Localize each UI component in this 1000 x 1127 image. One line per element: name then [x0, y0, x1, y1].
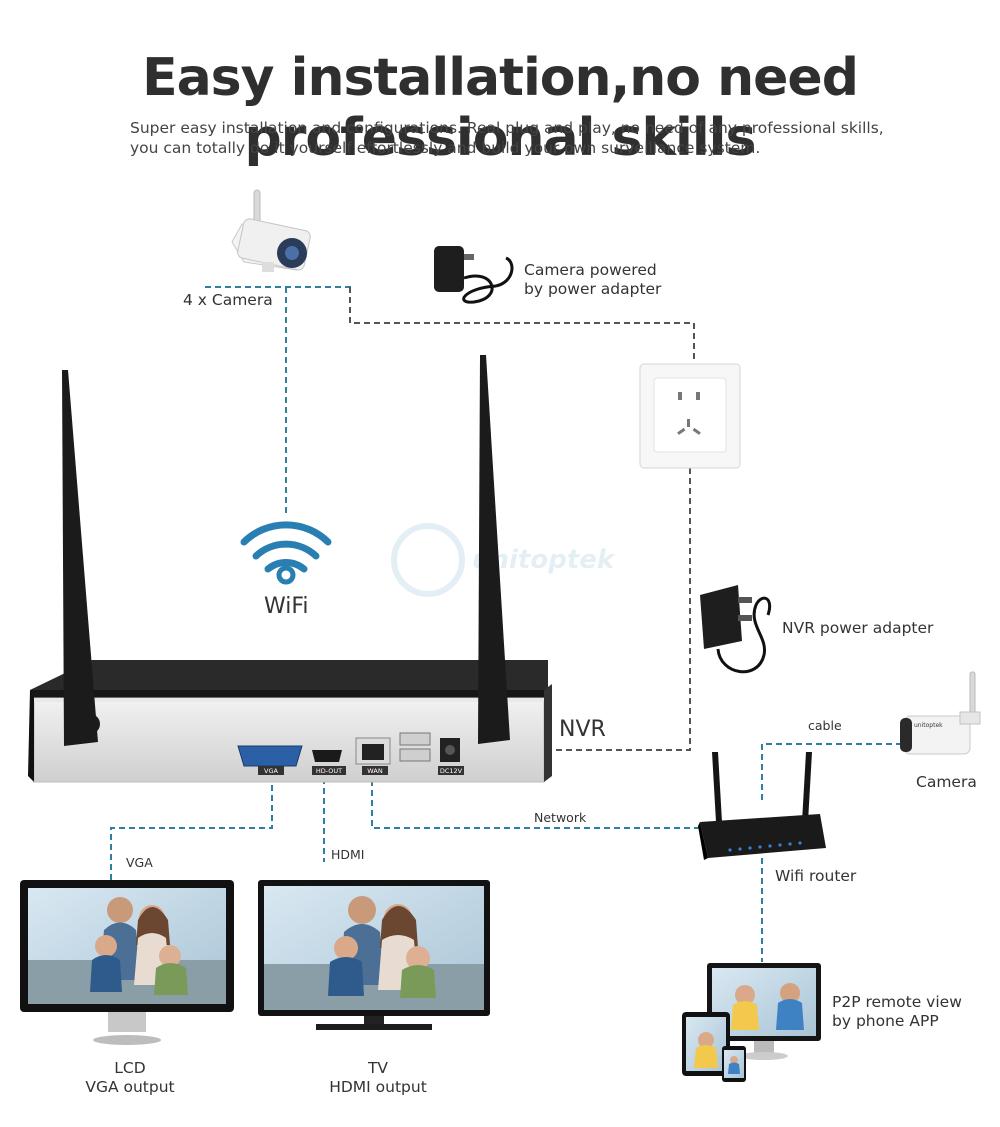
tv-monitor [258, 880, 490, 1030]
lcd-label-1: LCD [30, 1059, 230, 1077]
bullet-camera-right: unitoptek [900, 672, 980, 754]
port-label-vga: VGA [264, 767, 278, 775]
hdmi-label: HDMI [331, 847, 365, 862]
tv-label-1: TV [278, 1059, 478, 1077]
tv-label-2: HDMI output [278, 1078, 478, 1096]
lcd-monitor [20, 880, 234, 1045]
camera-right-label: Camera [916, 773, 977, 791]
camera-wifi-line [205, 287, 354, 515]
nvr-power-adapter [700, 585, 770, 672]
nvr-label: NVR [559, 717, 606, 742]
camera-power-line [350, 287, 694, 362]
p2p-label-2: by phone APP [832, 1012, 939, 1030]
subtitle-line-1: Super easy installation and configuratio… [130, 119, 884, 137]
router-camera-line [762, 744, 900, 800]
antenna-left [62, 370, 98, 746]
p2p-devices [682, 963, 821, 1082]
wifi-label: WiFi [264, 594, 309, 619]
port-label-dc: DC12V [440, 767, 463, 775]
subtitle-line-2: you can totally do it yourself effortles… [130, 139, 760, 157]
camera-power-label-1: Camera powered [524, 261, 657, 279]
camera-power-adapter [434, 246, 512, 302]
camera-brand-text: unitoptek [914, 722, 943, 729]
wifi-icon [244, 525, 328, 582]
port-label-wan: WAN [367, 767, 383, 775]
wifi-router-label: Wifi router [775, 867, 856, 885]
p2p-label-1: P2P remote view [832, 993, 962, 1011]
watermark-logo: unitoptek [394, 526, 616, 594]
vga-label: VGA [126, 855, 153, 870]
camera-top-label: 4 x Camera [183, 291, 273, 309]
port-label-hdmi: HD-OUT [316, 767, 342, 775]
outlet-nvr-line [540, 468, 690, 750]
network-label: Network [534, 810, 586, 825]
lcd-label-2: VGA output [30, 1078, 230, 1096]
camera-power-label-2: by power adapter [524, 280, 661, 298]
cable-label: cable [808, 718, 842, 733]
wall-outlet [640, 364, 740, 468]
nvr-power-label: NVR power adapter [782, 619, 933, 637]
bullet-camera-top [232, 190, 311, 272]
